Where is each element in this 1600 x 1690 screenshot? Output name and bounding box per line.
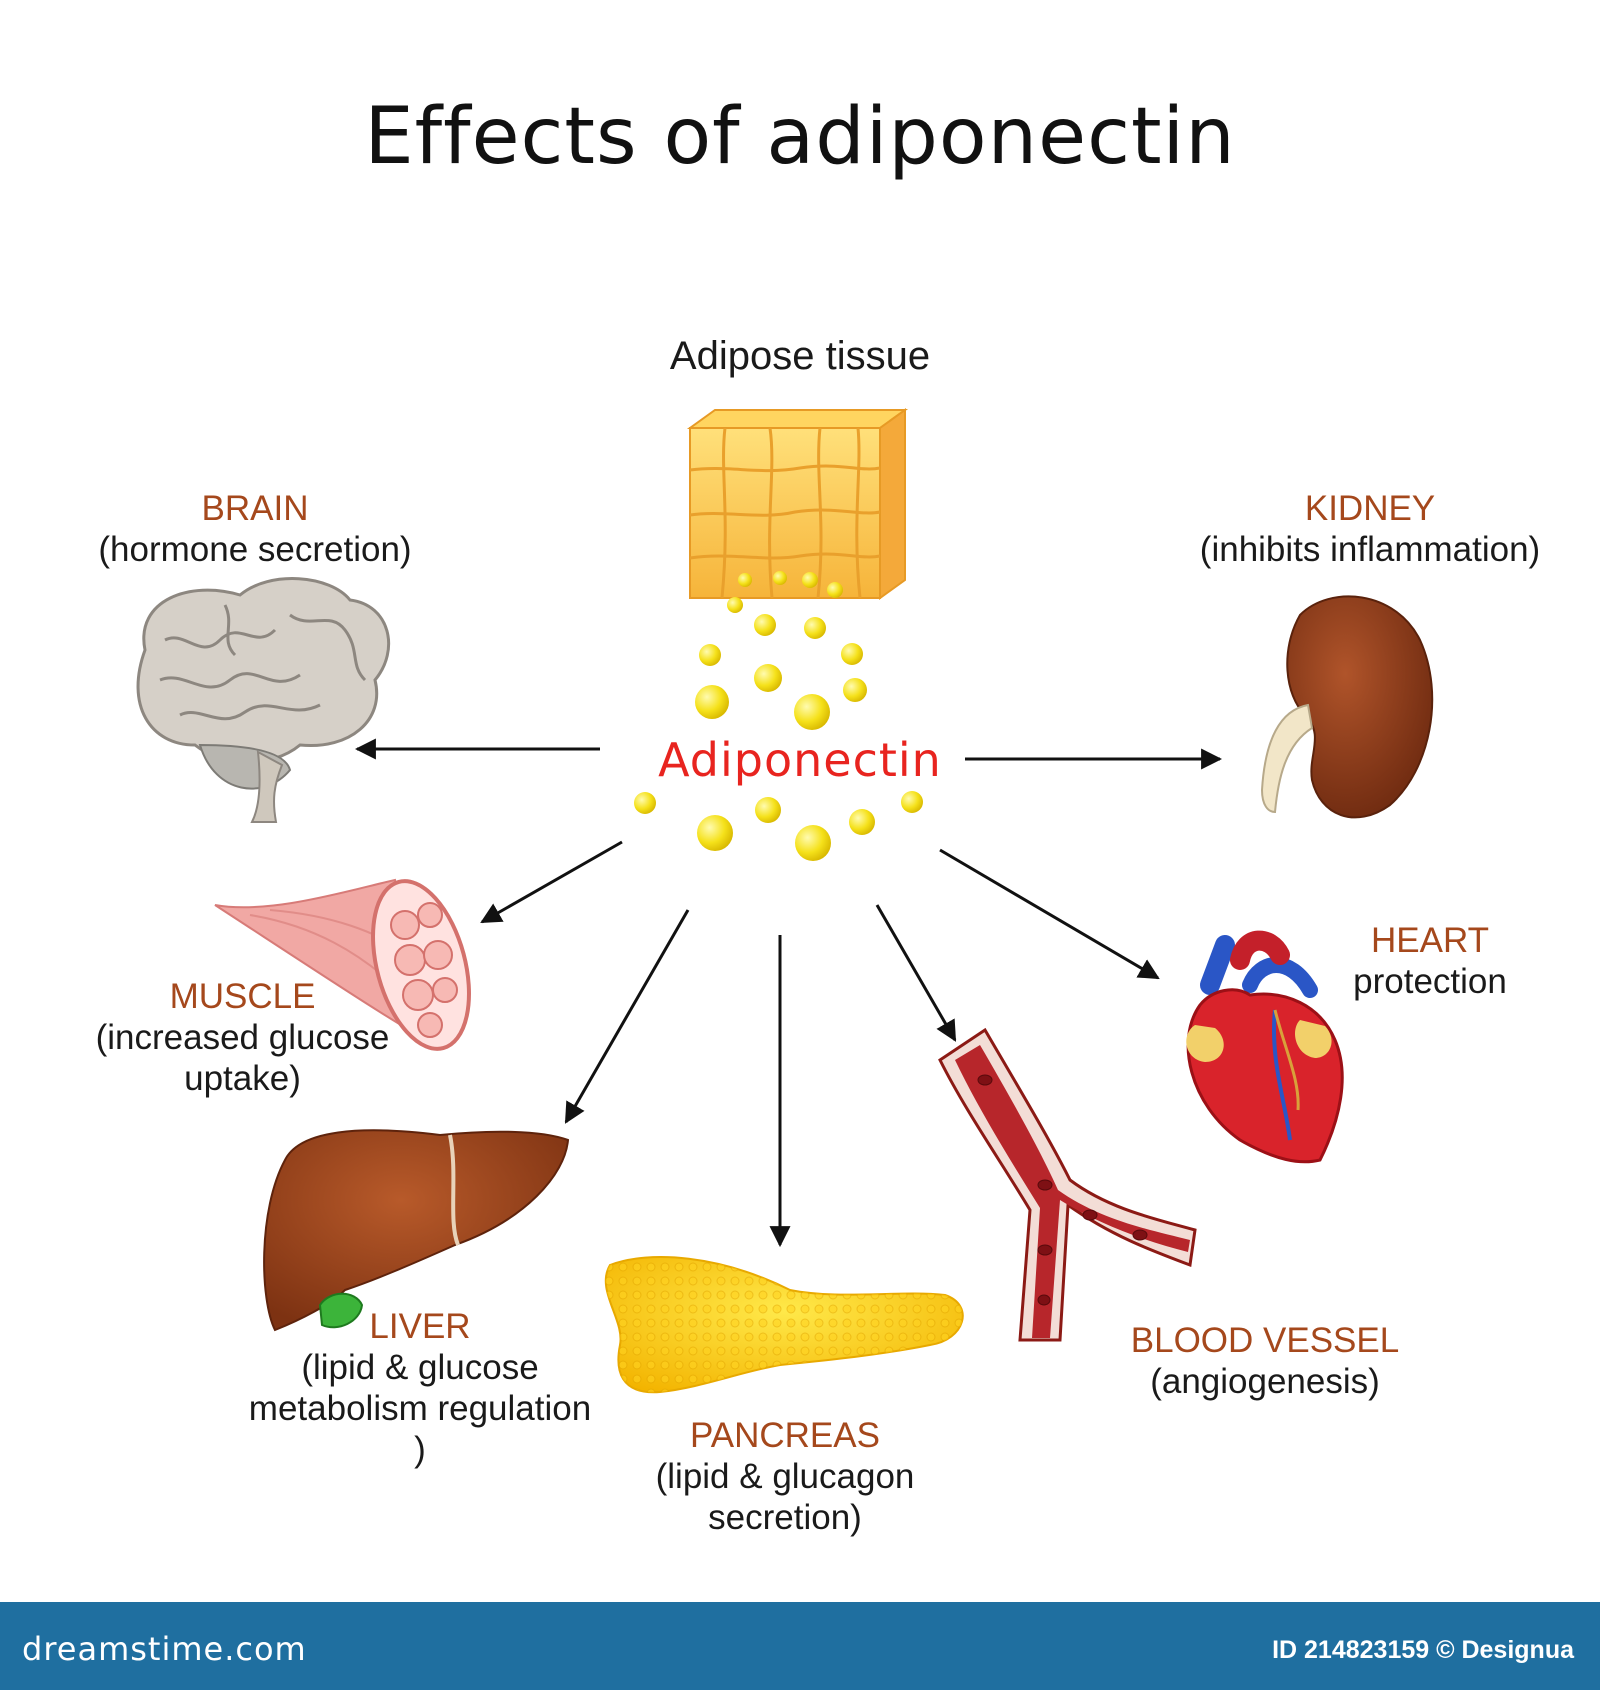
arrow-to-heart [939, 848, 1160, 980]
adiponectin-label: Adiponectin [658, 733, 942, 787]
footer-bar: dreamstime.com ID 214823159 © Designua [0, 1602, 1600, 1690]
liver-effect-line2: metabolism regulation ) [248, 1389, 592, 1469]
footer-credit: ID 214823159 © Designua [1272, 1636, 1574, 1664]
heart-illustration [1186, 930, 1344, 1164]
adipose-tissue-cube [686, 408, 909, 600]
blood-vessel-label: BLOOD VESSEL (angiogenesis) [1125, 1320, 1405, 1402]
adiponectin-molecules [634, 571, 923, 861]
arrow-to-muscle [480, 840, 623, 924]
liver-organ-name: LIVER [369, 1307, 471, 1346]
footer-brand: dreamstime.com [22, 1630, 307, 1668]
liver-label: LIVER (lipid & glucose metabolism regula… [240, 1306, 600, 1470]
diagram-title: Effects of adiponectin [364, 92, 1236, 182]
muscle-label: MUSCLE (increased glucose uptake) [95, 976, 390, 1099]
liver-illustration [263, 1129, 570, 1332]
brain-label: BRAIN (hormone secretion) [95, 488, 415, 570]
effect-arrows [354, 738, 1223, 1248]
brain-effect: (hormone secretion) [98, 530, 412, 569]
blood-vessel-organ-name: BLOOD VESSEL [1130, 1321, 1400, 1360]
adipose-tissue-label: Adipose tissue [669, 334, 931, 378]
muscle-illustration [214, 878, 471, 1051]
heart-effect: protection [1353, 962, 1507, 1001]
pancreas-organ-name: PANCREAS [690, 1416, 880, 1455]
pancreas-label: PANCREAS (lipid & glucagon secretion) [580, 1415, 990, 1538]
brain-organ-name: BRAIN [201, 489, 309, 528]
pancreas-illustration [604, 1256, 964, 1394]
blood-vessel-effect: (angiogenesis) [1150, 1362, 1380, 1401]
heart-label: HEART protection [1340, 920, 1520, 1002]
kidney-effect: (inhibits inflammation) [1199, 530, 1541, 569]
kidney-organ-name: KIDNEY [1304, 489, 1436, 528]
kidney-illustration [1260, 595, 1434, 819]
arrow-to-blood-vessel [875, 904, 957, 1042]
liver-effect-line1: (lipid & glucose [301, 1348, 539, 1387]
muscle-organ-name: MUSCLE [169, 977, 316, 1016]
blood-vessel-illustration [938, 1027, 1197, 1342]
arrow-to-liver [564, 909, 690, 1124]
muscle-effect-line2: uptake) [184, 1059, 301, 1098]
muscle-effect-line1: (increased glucose [95, 1018, 390, 1057]
brain-illustration [136, 577, 391, 823]
heart-organ-name: HEART [1371, 921, 1489, 960]
pancreas-effect: (lipid & glucagon secretion) [655, 1457, 915, 1537]
kidney-label: KIDNEY (inhibits inflammation) [1170, 488, 1570, 570]
